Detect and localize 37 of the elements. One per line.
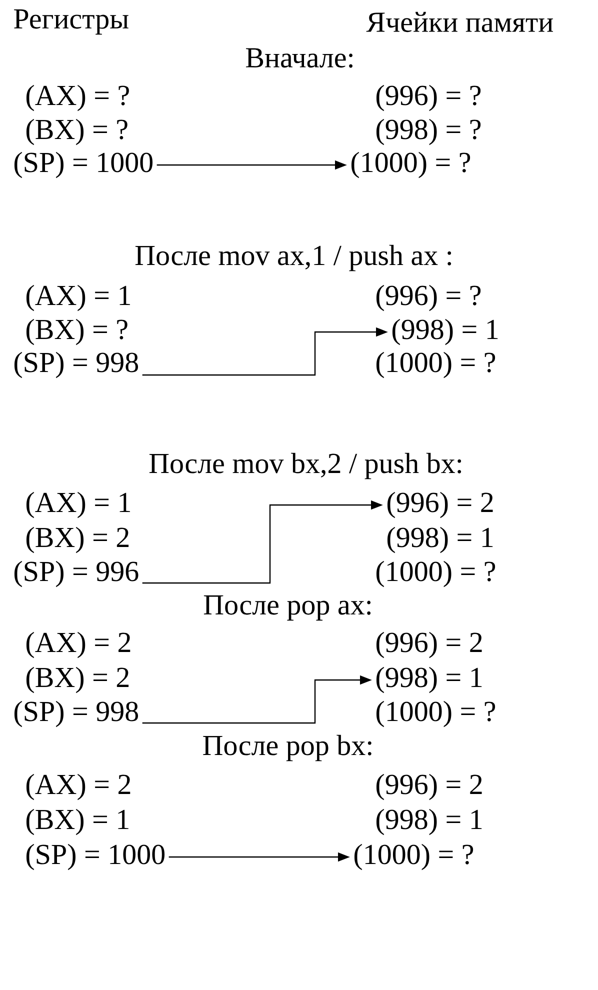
register-text: (996) = 2: [387, 492, 493, 518]
heading: Ячейки памяти: [366, 12, 553, 32]
heading: Вначале:: [246, 48, 352, 68]
value-text: (1000) = ?: [376, 352, 496, 378]
register-text: (998) = 1: [392, 318, 498, 346]
register-text: (SP) = 1000: [14, 152, 152, 178]
value-text: (AX) = 2: [26, 774, 130, 800]
heading: После pop ax:: [204, 595, 371, 621]
register-text: (SP) = 1000: [26, 844, 164, 870]
value-text: (BX) = 2: [26, 526, 129, 554]
register-text: (1000) = ?: [351, 152, 470, 178]
value-text: (996) = ?: [376, 284, 481, 312]
value-text: (998) = ?: [376, 118, 481, 146]
value-text: (998) = 1: [376, 808, 482, 836]
register-text: (SP) = 998: [14, 352, 138, 378]
value-text: (AX) = 2: [26, 632, 130, 658]
value-text: (BX) = ?: [26, 318, 128, 346]
value-text: (BX) = 1: [26, 808, 128, 836]
register-text: (1000) = ?: [354, 844, 474, 870]
register-text: (SP) = 998: [14, 700, 138, 728]
value-text: (996) = 2: [376, 774, 482, 800]
register-text: (SP) = 996: [14, 560, 138, 588]
value-text: (996) = 2: [376, 632, 482, 658]
register-text: (998) = 1: [376, 666, 482, 694]
value-text: (BX) = ?: [26, 118, 128, 146]
heading: После mov bx,2 / push bx:: [149, 452, 462, 480]
heading: Регистры: [14, 9, 128, 35]
value-text: (998) = 1: [387, 526, 493, 554]
value-text: (1000) = ?: [376, 700, 496, 728]
heading: После pop bx:: [203, 734, 372, 762]
heading: После mov ax,1 / push ax :: [135, 244, 452, 272]
value-text: (AX) = 1: [26, 284, 130, 312]
value-text: (996) = ?: [376, 84, 481, 112]
value-text: (1000) = ?: [376, 560, 496, 588]
value-text: (AX) = ?: [26, 84, 129, 112]
value-text: (AX) = 1: [26, 492, 130, 518]
value-text: (BX) = 2: [26, 666, 129, 694]
